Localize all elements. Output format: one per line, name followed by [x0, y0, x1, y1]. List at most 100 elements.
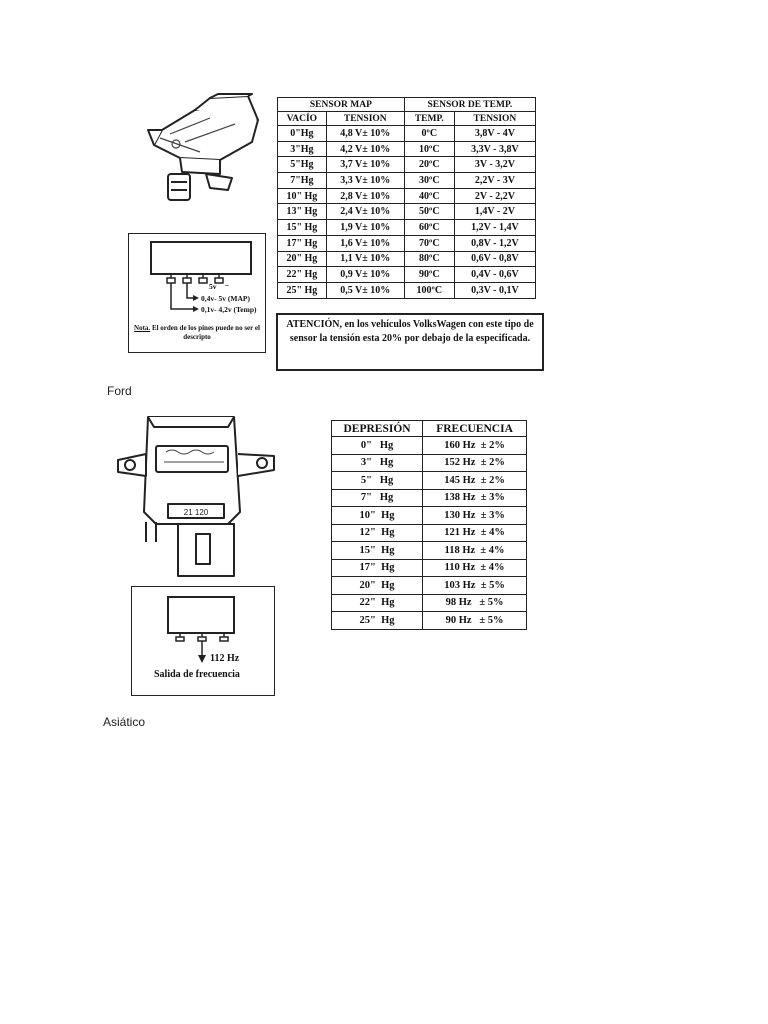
table-cell: 3,3 V± 10%: [325, 172, 405, 189]
table-cell: 5"Hg: [277, 156, 327, 174]
ford-output-frequency: 112 Hz: [210, 653, 240, 664]
table-cell: 0" Hg: [330, 436, 424, 455]
table-cell: 4,8 V± 10%: [325, 125, 405, 142]
table-cell: 13" Hg: [277, 203, 327, 221]
table-cell: 110 Hz ± 4%: [422, 558, 527, 577]
table-cell: 12" Hg: [330, 523, 424, 542]
table-cell: 10ºC: [403, 140, 455, 158]
table-cell: 30ºC: [403, 172, 455, 189]
ford-output-label: Salida de frecuencia: [154, 669, 240, 680]
table-cell: 145 Hz ± 2%: [422, 471, 527, 490]
col-header-temp: TEMP.: [403, 111, 455, 126]
table-cell: 2V - 2,2V: [453, 187, 537, 205]
table-cell: 20" Hg: [330, 576, 424, 595]
pin-ground-label: –: [225, 280, 229, 289]
table-cell: 1,6 V± 10%: [325, 234, 405, 252]
table-cell: 4,2 V± 10%: [325, 140, 405, 158]
table-cell: 7"Hg: [277, 172, 327, 189]
ford-sensor-label: 21 120: [184, 508, 209, 517]
map-output-label: 0,4v- 5v (MAP): [201, 294, 250, 303]
table-cell: 121 Hz ± 4%: [422, 523, 527, 542]
table-cell: 10" Hg: [277, 187, 327, 205]
table-cell: 3" Hg: [330, 453, 424, 472]
table-cell: 80ºC: [403, 250, 455, 268]
col-header-vacio: VACÍO: [277, 111, 327, 126]
map-sensor-illustration: [147, 93, 259, 201]
group-header-temp: SENSOR DE TEMP.: [403, 97, 537, 112]
ford-output-diagram: 112 Hz Salida de frecuencia: [131, 586, 275, 696]
table-cell: 1,4V - 2V: [453, 203, 537, 221]
table-cell: 2,2V - 3V: [453, 172, 537, 189]
table-cell: 3,3V - 3,8V: [453, 140, 537, 158]
table-cell: 3,8V - 4V: [453, 125, 537, 142]
table-cell: 98 Hz ± 5%: [422, 593, 527, 612]
ford-connector-drawing: [167, 596, 235, 663]
asian-caption: Asiático: [103, 715, 146, 729]
table-cell: 10" Hg: [330, 506, 424, 525]
ford-sensor-illustration: 21 120: [117, 416, 275, 577]
col-header-frecuencia: FRECUENCIA: [422, 420, 527, 437]
table-cell: 90ºC: [403, 266, 455, 283]
table-cell: 2,8 V± 10%: [325, 187, 405, 205]
col-header-tension-temp: TENSION: [453, 111, 537, 126]
group-header-map: SENSOR MAP: [277, 97, 405, 112]
temp-output-label: 0,1v- 4,2v (Temp): [201, 305, 257, 314]
table-cell: 40ºC: [403, 187, 455, 205]
table-cell: 22" Hg: [277, 266, 327, 283]
table-cell: 5" Hg: [330, 471, 424, 490]
col-header-depresion: DEPRESIÓN: [330, 420, 424, 437]
pin-note-text: El orden de los pines puede no ser el de…: [150, 324, 260, 341]
table-cell: 100ºC: [403, 281, 455, 299]
table-cell: 3,7 V± 10%: [325, 156, 405, 174]
table-cell: 0,9 V± 10%: [325, 266, 405, 283]
map-temp-sensor-table: SENSOR MAP SENSOR DE TEMP. VACÍO TENSION…: [277, 97, 537, 299]
table-cell: 0,5 V± 10%: [325, 281, 405, 299]
pin-5v-label: 5v: [209, 282, 217, 291]
table-cell: 17" Hg: [330, 558, 424, 577]
table-cell: 3"Hg: [277, 140, 327, 158]
table-cell: 25" Hg: [277, 281, 327, 299]
table-cell: 15" Hg: [330, 541, 424, 560]
map-pin-diagram: 5v – 0,4v- 5v (MAP) 0,1v- 4,2v (Temp) No…: [128, 233, 266, 353]
table-cell: 70ºC: [403, 234, 455, 252]
table-cell: 2,4 V± 10%: [325, 203, 405, 221]
table-cell: 0,8V - 1,2V: [453, 234, 537, 252]
pin-order-note: Nota. El orden de los pines puede no ser…: [133, 324, 261, 342]
table-cell: 0,4V - 0,6V: [453, 266, 537, 283]
table-cell: 130 Hz ± 3%: [422, 506, 527, 525]
table-cell: 50ºC: [403, 203, 455, 221]
ford-caption: Ford: [107, 384, 132, 398]
table-cell: 0,6V - 0,8V: [453, 250, 537, 268]
table-cell: 7" Hg: [330, 488, 424, 507]
table-cell: 1,1 V± 10%: [325, 250, 405, 268]
pin-note-label: Nota.: [134, 324, 151, 332]
table-cell: 0,3V - 0,1V: [453, 281, 537, 299]
table-cell: 20ºC: [403, 156, 455, 174]
table-cell: 138 Hz ± 3%: [422, 488, 527, 507]
table-cell: 0"Hg: [277, 125, 327, 142]
col-header-tension-map: TENSION: [325, 111, 405, 126]
